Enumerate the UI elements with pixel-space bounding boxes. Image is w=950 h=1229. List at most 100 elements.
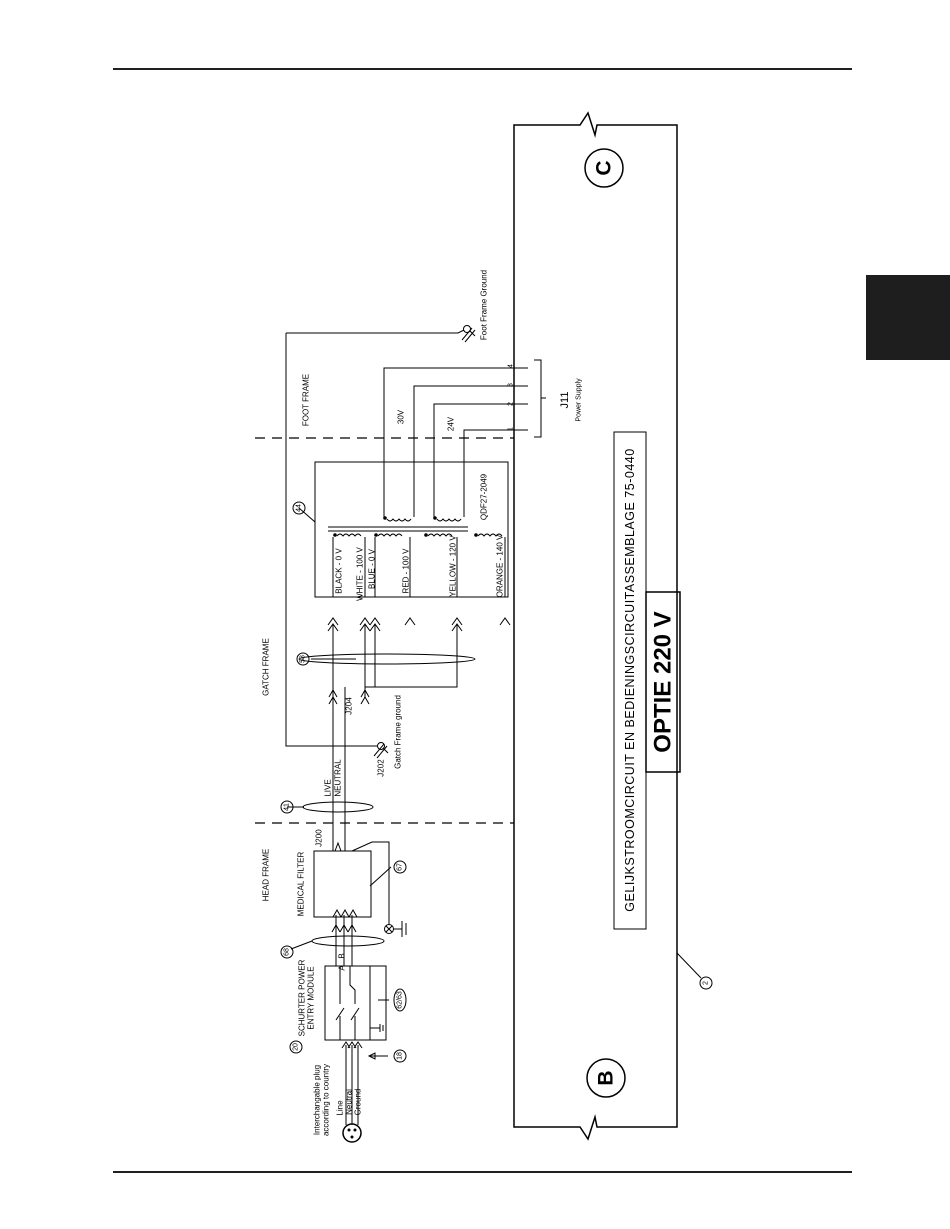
j202-label: J202 — [377, 759, 386, 777]
tap-white: WHITE - 100 V — [356, 546, 365, 600]
white-tap-arrow — [359, 617, 371, 632]
power-supply-label: Power Supply — [576, 378, 583, 422]
tap-yellow: YELLOW - 120 V — [449, 535, 458, 597]
j11-bracket — [534, 359, 546, 438]
tap-orange: ORANGE - 140 V — [496, 534, 505, 597]
callout-18-leader — [367, 1052, 388, 1060]
wire-label-line: Line — [336, 1100, 345, 1116]
filter-input-arrows — [331, 923, 357, 933]
label-30v: 30V — [397, 409, 406, 424]
title-box — [645, 591, 681, 773]
secondary-output-wires — [383, 367, 528, 517]
wire-label-neutral: Neutral — [345, 1089, 354, 1115]
svg-text:2: 2 — [703, 981, 710, 985]
primary-leads — [332, 537, 506, 597]
gatch-ground-label: Gatch Frame ground — [394, 695, 403, 769]
pem-label-1: SCHURTER POWER — [298, 959, 307, 1036]
connector-b-circle — [586, 1058, 626, 1098]
tap-selection-wires — [364, 625, 458, 697]
pem-label-2: ENTRY MODULE — [307, 966, 316, 1029]
j11-pin-1: 1 — [508, 427, 515, 431]
medical-filter-label: MEDICAL FILTER — [297, 852, 306, 917]
callout-18: 18 — [393, 1049, 407, 1063]
ground-return-wire — [285, 333, 378, 747]
orange-tap-arrow — [499, 617, 511, 626]
pin-b-label: B — [338, 953, 347, 958]
transformer — [314, 461, 509, 598]
svg-text:62/63: 62/63 — [397, 991, 404, 1009]
connector-c-circle — [584, 148, 624, 188]
blue-tap-arrow — [369, 617, 381, 632]
svg-text:41: 41 — [284, 803, 291, 811]
subtitle-text: GELIJKSTROOMCIRCUIT EN BEDIENINGSCIRCUIT… — [623, 448, 637, 911]
secondary-windings — [386, 518, 462, 522]
live-label: LIVE — [324, 779, 333, 796]
foot-ground-wire — [286, 329, 465, 334]
svg-text:20: 20 — [293, 1043, 300, 1051]
connector-b-letter: B — [595, 1070, 618, 1085]
inlet-arrows — [341, 1041, 363, 1049]
foot-ground-label: Foot Frame Ground — [480, 270, 489, 340]
mains-cord-wires — [345, 1045, 359, 1125]
pem-switch-contacts — [335, 1007, 360, 1021]
transformer-part-number: QDF27-2049 — [480, 473, 489, 520]
medical-filter — [313, 850, 372, 918]
svg-text:18: 18 — [397, 1052, 404, 1060]
foot-ground-symbol — [461, 327, 476, 343]
red-tap-arrow — [404, 617, 416, 626]
gatch-ground-lug — [377, 742, 385, 750]
filter-input-wires — [335, 915, 353, 966]
wire-label-ground: Ground — [354, 1089, 363, 1116]
filter-ground-symbol — [393, 921, 407, 937]
plug-label-2: according to country — [322, 1064, 331, 1136]
j204-label: J204 — [345, 697, 354, 715]
callout-41: 41 — [280, 800, 294, 814]
pem-internal-wiring — [339, 966, 371, 1040]
j204-live-arrows — [328, 688, 338, 705]
j11-label: J11 — [559, 392, 571, 409]
gatch-ground-symbol — [373, 743, 389, 759]
callout-67: 67 — [393, 860, 407, 874]
section-gatch-frame: GATCH FRAME — [262, 638, 271, 696]
svg-text:67: 67 — [397, 863, 404, 871]
callout-58: 58 — [296, 652, 310, 666]
svg-text:44: 44 — [296, 504, 303, 512]
tap-black: BLACK - 0 V — [335, 548, 344, 594]
callout-62-63: 62/63 — [393, 988, 407, 1012]
j200-label: J200 — [315, 829, 324, 847]
callout-2: 2 — [699, 976, 713, 990]
j11-pin-4: 4 — [508, 364, 515, 368]
title-text: OPTIE 220 V — [650, 611, 677, 752]
callout-20: 20 — [289, 1040, 303, 1054]
j11-pin-2: 2 — [508, 402, 515, 406]
section-head-frame: HEAD FRAME — [262, 849, 271, 901]
callout-44: 44 — [292, 501, 306, 515]
svg-text:68: 68 — [284, 948, 291, 956]
plug-icon — [342, 1123, 362, 1143]
svg-text:58: 58 — [300, 655, 307, 663]
callout-68: 68 — [280, 945, 294, 959]
tap-blue: BLUE - 0 V — [368, 548, 377, 589]
black-tap-arrow — [327, 617, 339, 632]
yellow-tap-arrow — [451, 617, 463, 632]
connector-c-letter: C — [593, 160, 616, 175]
harness-41 — [302, 801, 374, 813]
pem-ground-symbol — [370, 1024, 387, 1032]
harness-68 — [311, 935, 385, 947]
section-foot-frame: FOOT FRAME — [302, 374, 311, 426]
filter-arrows — [332, 908, 358, 918]
plug-label-1: Interchangable plug — [313, 1065, 322, 1135]
tap-red: RED - 100 V — [402, 548, 411, 594]
label-24v: 24V — [447, 416, 456, 431]
filter-ground-wire — [351, 841, 390, 924]
section-tab — [866, 275, 950, 360]
primary-windings — [336, 533, 503, 537]
transformer-core — [328, 526, 468, 532]
foot-ground-lug — [463, 325, 471, 333]
harness-58 — [298, 653, 476, 665]
neutral-label: NEUTRAL — [334, 759, 343, 797]
assembly-frame — [513, 111, 678, 1141]
j11-pin-3: 3 — [508, 383, 515, 387]
pin-a-label: A — [338, 965, 347, 971]
